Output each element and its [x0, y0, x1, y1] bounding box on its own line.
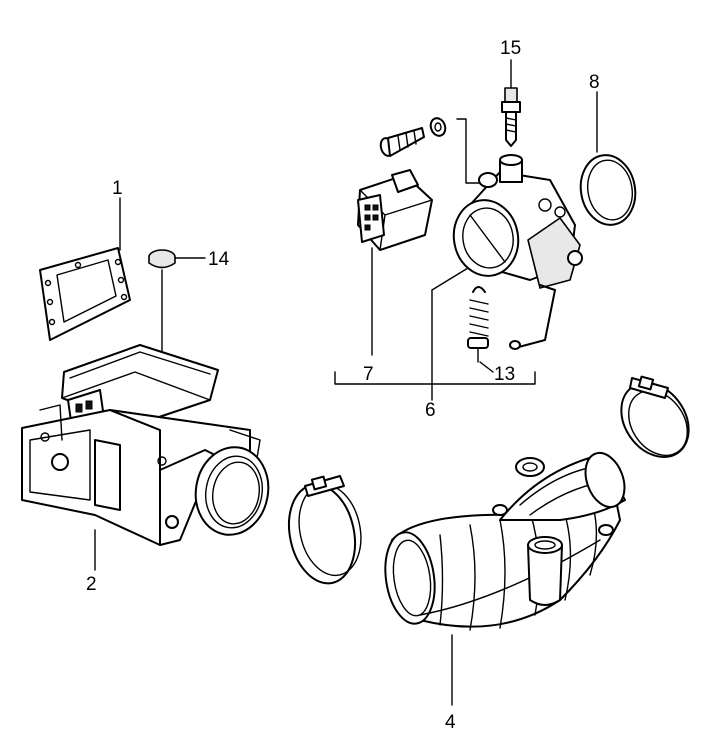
group-bracket	[334, 371, 536, 385]
relay-icon	[357, 169, 433, 251]
part-label-8: 8	[589, 72, 600, 93]
air-flow-meter-icon	[21, 344, 270, 546]
bolt-icon	[379, 127, 425, 157]
part-label-15: 15	[500, 38, 521, 59]
o-ring-icon	[579, 154, 637, 226]
leader-line-6-tip	[431, 267, 469, 291]
part-label-7: 7	[363, 364, 374, 385]
part-label-4: 4	[445, 712, 456, 733]
spring-icon	[467, 286, 489, 363]
throttle-body-icon	[452, 154, 583, 350]
washer-icon	[429, 117, 447, 137]
hose-clamp-icon	[620, 375, 690, 459]
gasket-icon	[39, 247, 131, 341]
leader-bracket	[456, 118, 481, 184]
part-label-2: 2	[86, 574, 97, 595]
plug-icon	[148, 249, 176, 269]
part-label-1: 1	[112, 178, 123, 199]
valve-icon	[501, 87, 521, 147]
hose-clamp-icon	[288, 475, 362, 585]
part-label-6: 6	[425, 400, 436, 421]
part-label-14: 14	[208, 249, 230, 270]
intake-hose-icon	[384, 451, 626, 631]
part-label-13: 13	[494, 364, 515, 385]
leader-line-13	[479, 361, 494, 373]
